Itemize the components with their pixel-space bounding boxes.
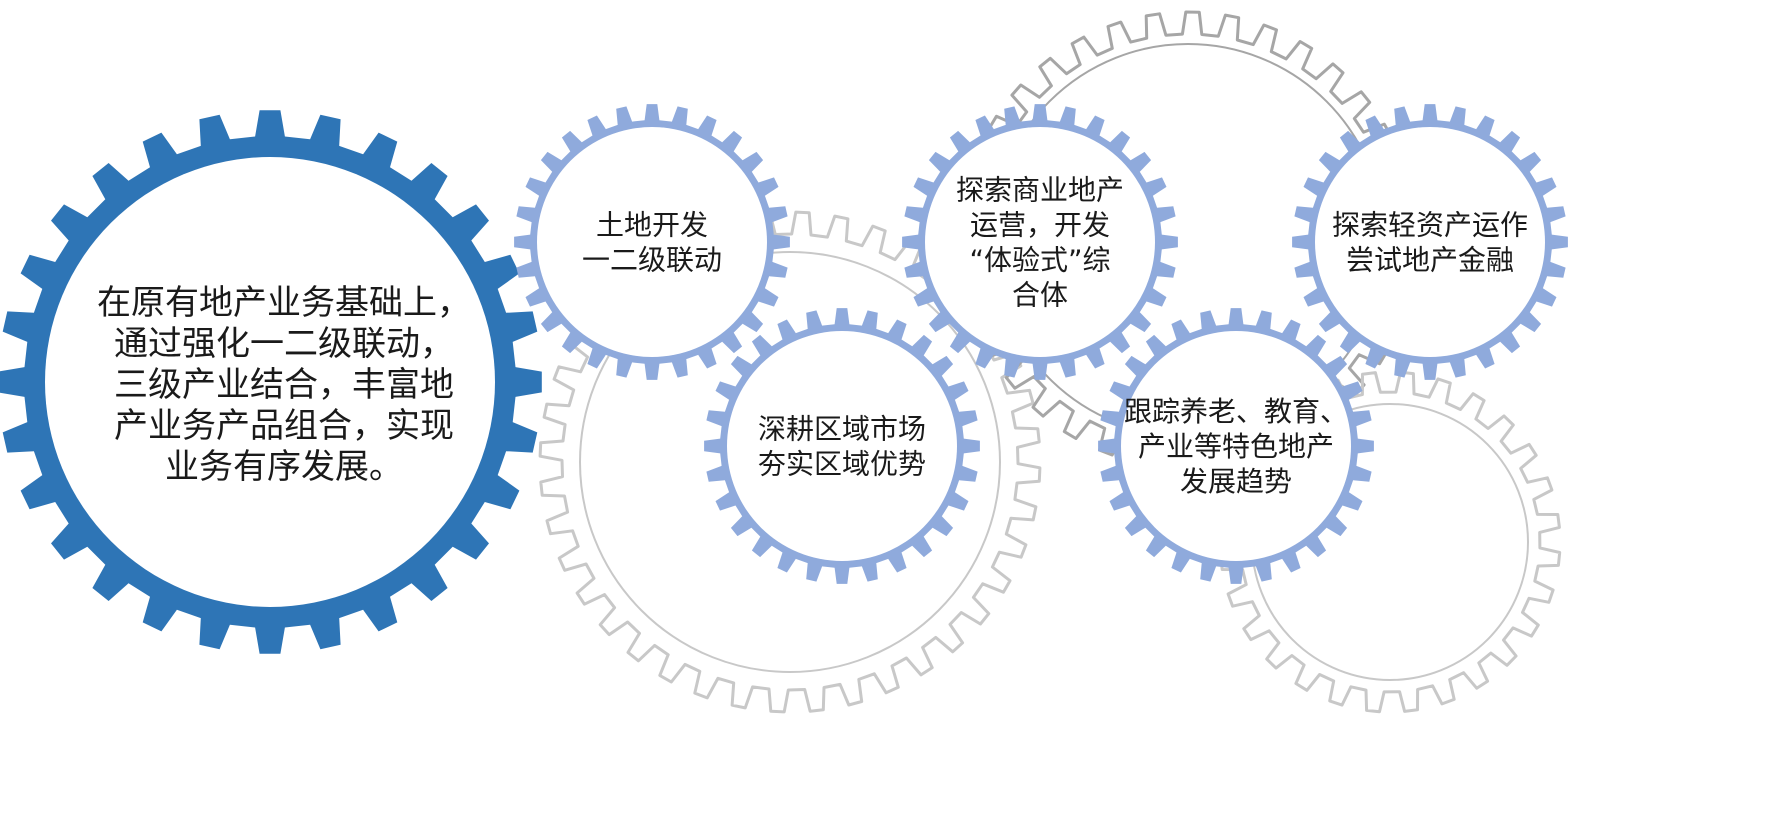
gear-industry-trends-text-line: 跟踪养老、教育、 bbox=[1124, 395, 1348, 428]
gear-commercial-complex-text-line: 探索商业地产 bbox=[956, 174, 1124, 207]
main-gear bbox=[0, 110, 542, 654]
gear-light-asset-text: 探索轻资产运作尝试地产金融 bbox=[1332, 209, 1528, 277]
gear-regional-market bbox=[704, 308, 980, 584]
gear-commercial-complex bbox=[902, 104, 1178, 380]
main-gear-text-line: 通过强化一二级联动， bbox=[114, 324, 454, 364]
gear-land-development-text-line: 土地开发 bbox=[596, 209, 708, 242]
gear-light-asset bbox=[1292, 104, 1568, 380]
main-gear-text-line: 业务有序发展。 bbox=[165, 447, 403, 487]
main-gear-text: 在原有地产业务基础上，通过强化一二级联动，三级产业结合，丰富地产业务产品组合，实… bbox=[97, 283, 471, 487]
gear-industry-trends-text-line: 产业等特色地产 bbox=[1138, 430, 1334, 463]
gear-regional-market-text-line: 夯实区域优势 bbox=[758, 448, 926, 481]
gear-land-development-text-line: 一二级联动 bbox=[582, 244, 722, 277]
gear-commercial-complex-text-line: 运营，开发 bbox=[970, 209, 1110, 242]
gear-industry-trends bbox=[1098, 308, 1374, 584]
gear-industry-trends-text-line: 发展趋势 bbox=[1180, 465, 1292, 498]
gear-land-development bbox=[514, 104, 790, 380]
gear-land-development-text: 土地开发一二级联动 bbox=[582, 209, 722, 277]
main-gear-text-line: 产业务产品组合，实现 bbox=[114, 406, 454, 446]
gear-commercial-complex-text-line: 合体 bbox=[1012, 279, 1068, 312]
gear-commercial-complex-text-line: “体验式”综 bbox=[969, 244, 1110, 277]
gear-labels: 在原有地产业务基础上，通过强化一二级联动，三级产业结合，丰富地产业务产品组合，实… bbox=[97, 174, 1528, 499]
main-gear-text-line: 三级产业结合，丰富地 bbox=[114, 365, 454, 405]
gear-industry-trends-text: 跟踪养老、教育、产业等特色地产发展趋势 bbox=[1124, 395, 1348, 498]
gear-regional-market-text: 深耕区域市场夯实区域优势 bbox=[758, 413, 926, 481]
main-gear-text-line: 在原有地产业务基础上， bbox=[97, 283, 471, 323]
gear-light-asset-text-line: 探索轻资产运作 bbox=[1332, 209, 1528, 242]
foreground-gears bbox=[0, 104, 1568, 654]
gear-regional-market-text-line: 深耕区域市场 bbox=[758, 413, 926, 446]
gear-light-asset-text-line: 尝试地产金融 bbox=[1346, 244, 1514, 277]
gear-commercial-complex-text: 探索商业地产运营，开发“体验式”综合体 bbox=[956, 174, 1124, 312]
